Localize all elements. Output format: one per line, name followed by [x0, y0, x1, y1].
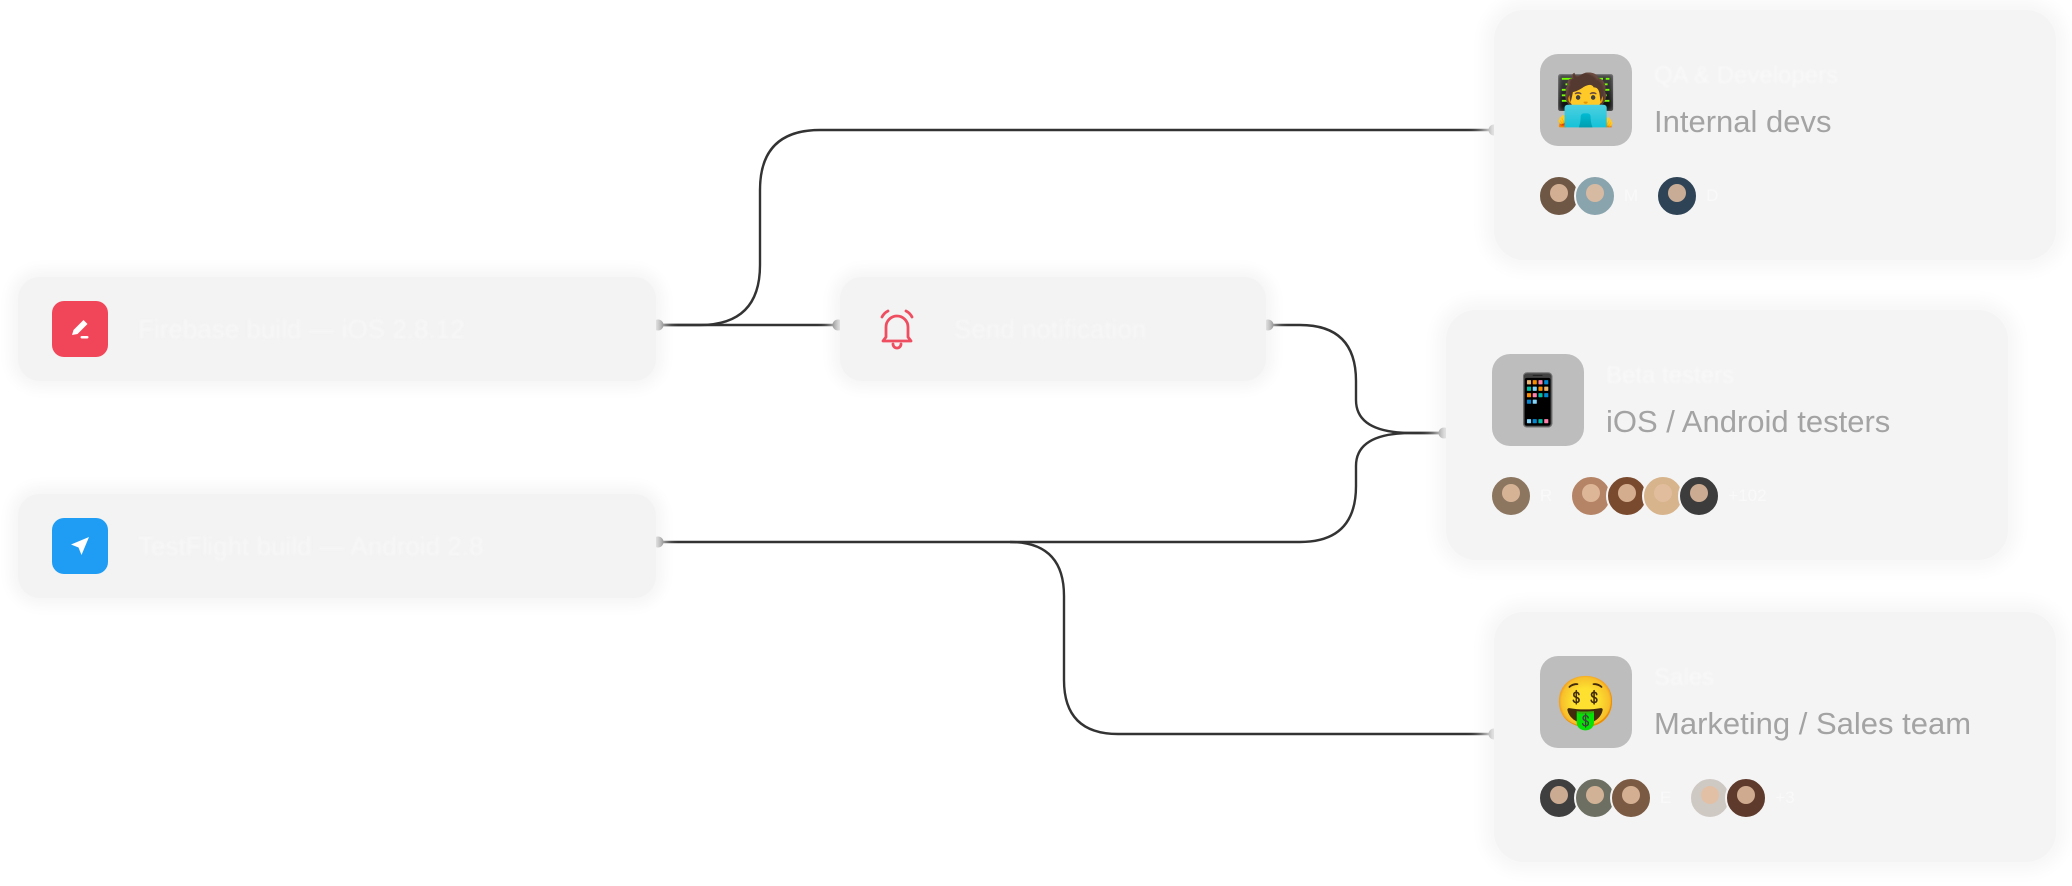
member-initial[interactable]: D [1706, 186, 1719, 205]
member-initial[interactable]: E [1660, 788, 1672, 807]
money-mouth-emoji-icon: 🤑 [1540, 656, 1632, 748]
connector-notify-g2 [1268, 323, 1444, 435]
member-avatar[interactable] [1642, 475, 1685, 517]
group-card-sales[interactable]: 🤑 Sales Marketing / Sales team E +3 [1494, 612, 2056, 862]
member-more-count[interactable]: +102 [1728, 486, 1767, 505]
member-avatar[interactable] [1490, 475, 1532, 517]
source-node-label: TestFlight build — Android 2.8 [138, 530, 484, 561]
member-avatar[interactable] [1538, 777, 1580, 819]
notify-node-label: Send notification [954, 313, 1147, 344]
connector-s2-g3 [1009, 540, 1494, 736]
member-more-count[interactable]: +3 [1775, 788, 1795, 807]
member-list: R +102 [1490, 475, 1767, 517]
developer-emoji-icon: 🧑‍💻 [1540, 54, 1632, 146]
member-avatar[interactable] [1725, 777, 1768, 819]
paper-plane-icon [52, 518, 108, 574]
group-title: Internal devs [1654, 104, 1832, 139]
member-avatar[interactable] [1574, 777, 1616, 819]
group-card-testers[interactable]: 📱 Beta testers iOS / Android testers R +… [1446, 310, 2008, 560]
group-kicker: QA & Developers [1654, 62, 1839, 89]
mobile-phone-emoji-icon: 📱 [1492, 354, 1584, 446]
group-kicker: Sales [1654, 664, 1715, 691]
member-avatar[interactable] [1678, 475, 1721, 517]
member-avatar[interactable] [1574, 175, 1616, 217]
connector-s1-g1 [658, 128, 1494, 327]
member-list: M D [1538, 175, 1736, 217]
member-initial[interactable]: R [1540, 486, 1553, 505]
bell-icon [874, 306, 920, 352]
group-title: Marketing / Sales team [1654, 706, 1972, 741]
member-initial[interactable]: M [1624, 186, 1639, 205]
notify-node[interactable]: Send notification [840, 277, 1266, 381]
source-node-testflight[interactable]: TestFlight build — Android 2.8 [18, 494, 656, 598]
source-node-firebase[interactable]: Firebase build — iOS 2.8.12 [18, 277, 656, 381]
connector-s2-g2 [658, 431, 1444, 544]
group-card-internal-devs[interactable]: 🧑‍💻 QA & Developers Internal devs M D [1494, 10, 2056, 260]
group-title: iOS / Android testers [1606, 404, 1891, 439]
member-avatar[interactable] [1656, 175, 1699, 217]
source-node-label: Firebase build — iOS 2.8.12 [138, 313, 465, 344]
member-avatar[interactable] [1610, 777, 1652, 819]
member-list: E +3 [1538, 777, 1795, 819]
group-kicker: Beta testers [1606, 362, 1735, 389]
pencil-icon [52, 301, 108, 357]
